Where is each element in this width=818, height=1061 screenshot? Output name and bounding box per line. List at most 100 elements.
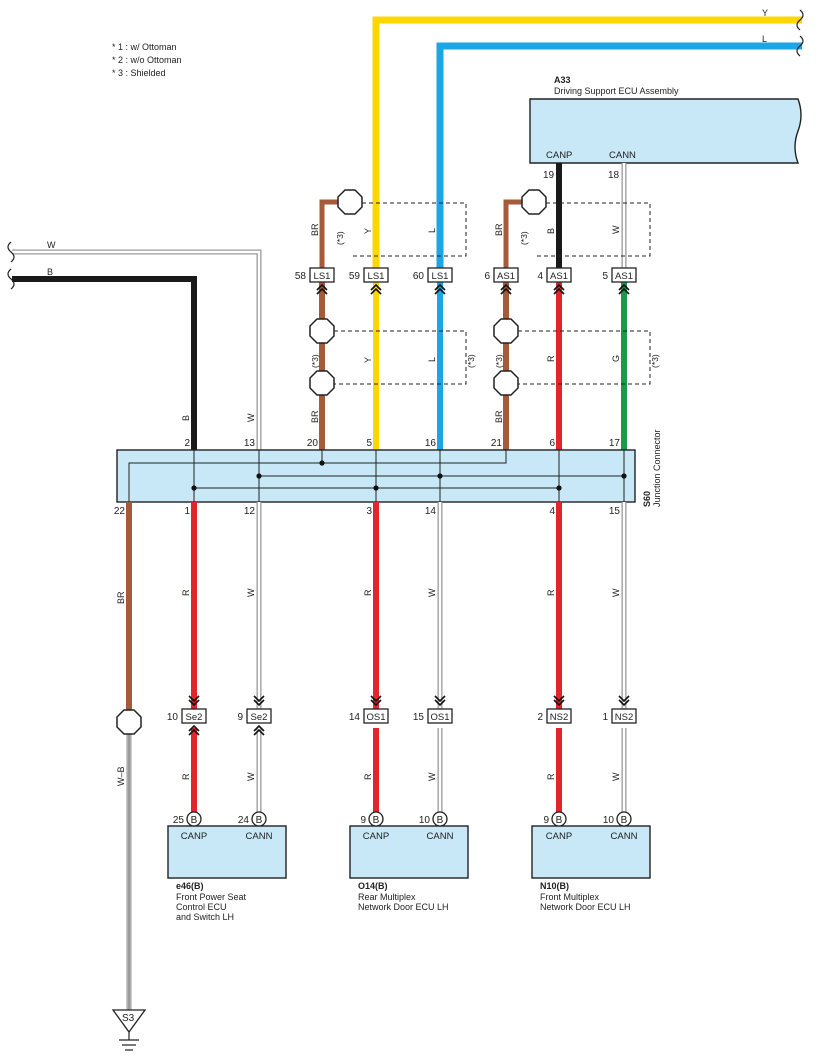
a33-pin-cann: 18 — [608, 170, 620, 181]
mid-wire-labels: Y L R G — [363, 355, 621, 363]
note-3: * 3 : Shielded — [112, 68, 166, 78]
shield-octagon-as1-a — [493, 318, 519, 344]
a33-canp: CANP — [546, 150, 572, 161]
offpage-wires-left: W B — [7, 240, 262, 450]
ecu-name-line: Rear Multiplex — [358, 892, 416, 902]
connector-code: OS1 — [366, 712, 385, 723]
connector-pin: 9 — [237, 712, 243, 723]
offpage-w-label: W — [47, 240, 56, 250]
ecu-pin: 24 — [238, 815, 250, 826]
s60-drain-bus — [128, 450, 507, 502]
ecu-box — [167, 825, 287, 879]
label-br-upper-as1: BR — [494, 410, 504, 423]
ecu-pin: 9 — [543, 815, 549, 826]
offpage-wires-top: Y L — [372, 8, 804, 272]
pin-badge — [432, 811, 448, 827]
label-ground-wire: W–B — [116, 766, 126, 786]
s60-bottom-pin: 15 — [609, 506, 621, 517]
break-mark-y — [796, 9, 804, 31]
shield-octagon-ls1-a — [309, 318, 335, 344]
shield-ground-octagon-as1 — [521, 189, 547, 215]
connector-code: AS1 — [497, 271, 515, 282]
connector-pin: 6 — [484, 271, 490, 282]
connector-box — [611, 267, 637, 283]
s60-code: S60 — [642, 491, 652, 507]
ground-splice-octagon — [116, 709, 142, 735]
connector-box — [611, 708, 637, 724]
shield-note-ls1-mid-right: (*3) — [466, 354, 476, 368]
label-b-upper: B — [181, 415, 191, 421]
note-1: * 1 : w/ Ottoman — [112, 42, 177, 52]
connector-code: LS1 — [314, 271, 331, 282]
s60-top-pin: 2 — [184, 438, 190, 449]
s60-bottom-pin: 14 — [425, 506, 437, 517]
ecu-name-line: and Switch LH — [176, 912, 234, 922]
connector-box — [427, 267, 453, 283]
shield-middle: (*3) (*3) (*3) (*3) — [309, 318, 660, 396]
pin-badge-letter: B — [621, 815, 628, 826]
ecu-cann: CANN — [427, 831, 454, 842]
shield-note-ls1-mid: (*3) — [310, 354, 320, 368]
label-br-top-ls1: BR — [310, 223, 320, 236]
wire-brown-drain-ls1 — [319, 199, 338, 270]
connector-box — [546, 708, 572, 724]
connector-code: LS1 — [368, 271, 385, 282]
connector-box — [246, 708, 272, 724]
ecu-pin: 9 — [360, 815, 366, 826]
a33-ecu: A33 Driving Support ECU Assembly CANP CA… — [529, 75, 802, 181]
ecu-cann: CANN — [246, 831, 273, 842]
shield-note-as1-mid-right: (*3) — [650, 354, 660, 368]
break-mark-w — [7, 241, 15, 263]
shield-ground-octagon-ls1 — [337, 189, 363, 215]
ecu-pin: 10 — [419, 815, 431, 826]
label-w-lower-1: W — [246, 588, 256, 597]
shield-box-as1-mid — [518, 330, 651, 385]
label-w-top: W — [611, 225, 621, 234]
connector-pin: 10 — [167, 712, 179, 723]
pin-badge-letter: B — [256, 815, 263, 826]
ecu-canp: CANP — [181, 831, 207, 842]
label-b-top: B — [546, 228, 556, 234]
ecu-pin: 10 — [603, 815, 615, 826]
connector-box — [309, 267, 335, 283]
ecu-name-line: Network Door ECU LH — [540, 902, 631, 912]
label-r-lower-1: R — [181, 589, 191, 596]
s60-node — [437, 473, 443, 479]
s60-bottom-pin: 22 — [114, 506, 126, 517]
s60-junction-connector: S60 Junction Connector — [116, 429, 662, 507]
pin-badge-letter: B — [437, 815, 444, 826]
top-wire-labels: BR Y L BR B W — [310, 223, 621, 236]
s60-node — [621, 473, 627, 479]
label-r-bottom-1: R — [181, 773, 191, 780]
a33-cann: CANN — [609, 150, 636, 161]
ecu-canp: CANP — [363, 831, 389, 842]
ecu-cann: CANN — [611, 831, 638, 842]
pin-badge — [616, 811, 632, 827]
label-y-mid: Y — [363, 357, 373, 363]
s60-top-pin: 20 — [307, 438, 319, 449]
ecu-name-line: Front Multiplex — [540, 892, 600, 902]
ecu-canp: CANP — [546, 831, 572, 842]
shield-box-ls1-mid — [334, 330, 467, 385]
shield-box-ls1-upper — [352, 202, 467, 257]
label-l-top: L — [427, 228, 437, 233]
ecu-box — [349, 825, 469, 879]
shield-drain-upper: (*3) (*3) — [319, 189, 651, 270]
notes-legend: * 1 : w/ Ottoman * 2 : w/o Ottoman * 3 :… — [112, 42, 182, 78]
note-2: * 2 : w/o Ottoman — [112, 55, 182, 65]
ground-s3: S3 — [111, 1009, 147, 1051]
a33-name: Driving Support ECU Assembly — [554, 86, 679, 96]
connector-code: NS2 — [615, 712, 633, 723]
connector-pin: 14 — [349, 712, 361, 723]
connector-pin: 1 — [602, 712, 608, 723]
label-l-mid: L — [427, 357, 437, 362]
ecu-name-line: Network Door ECU LH — [358, 902, 449, 912]
